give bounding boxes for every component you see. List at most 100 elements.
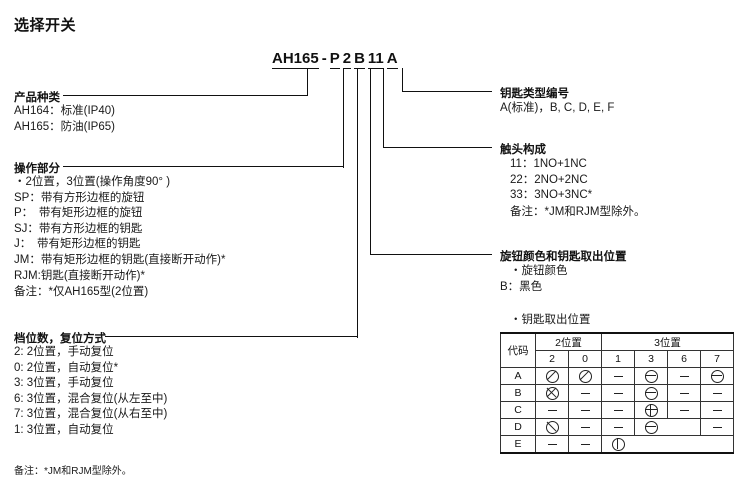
knob-color-value: B：黑色 <box>500 281 543 293</box>
symbol-dash-icon <box>580 426 590 428</box>
row-code-B: B <box>500 384 536 402</box>
section-heading-contact-composition: 触头构成 <box>500 144 546 156</box>
code-part-dash: - <box>321 50 327 67</box>
section-heading-positions-reset: 档位数，复位方式 <box>14 333 106 345</box>
symbol-dash-icon <box>613 426 623 428</box>
symbol-circle-bar-icon <box>644 386 658 400</box>
table-row: A <box>500 367 734 385</box>
section-heading-knob-color-key-position: 旋钮颜色和钥匙取出位置 <box>500 251 627 263</box>
symbol-dash-icon <box>547 409 557 411</box>
operating-part-line-2: SP：带有方形边框的旋钮 <box>14 191 145 204</box>
cell-A-7 <box>700 367 734 385</box>
cell-A-3 <box>634 367 668 385</box>
code-part-contacts: 11 <box>367 50 384 69</box>
leader-line-color-horizontal <box>370 254 492 256</box>
page-title: 选择开关 <box>14 17 77 34</box>
section-heading-key-type-number: 钥匙类型编号 <box>500 88 569 100</box>
symbol-dash-icon <box>580 409 590 411</box>
leader-line-series-horizontal <box>63 95 308 97</box>
positions-reset-line-6: 1: 3位置，自动复位 <box>14 423 114 436</box>
symbol-circle-bar-icon <box>710 369 724 383</box>
symbol-dash-icon <box>580 392 590 394</box>
cell-E-2 <box>535 435 569 454</box>
table-header-group-3pos: 3位置 <box>601 332 734 351</box>
leader-line-color-vertical <box>370 68 372 255</box>
table-header-col-2: 2 <box>535 350 569 368</box>
symbol-dash-icon <box>679 409 689 411</box>
leader-line-operator-horizontal <box>63 166 344 168</box>
symbol-dash-icon <box>712 426 722 428</box>
cell-A-2 <box>535 367 569 385</box>
table-header-col-3: 3 <box>634 350 668 368</box>
code-part-series: AH165 <box>272 50 319 69</box>
cell-B-6 <box>667 384 701 402</box>
row-code-A: A <box>500 367 536 385</box>
cell-A-0 <box>568 367 602 385</box>
cell-B-7 <box>700 384 734 402</box>
code-part-operator: P <box>329 50 340 69</box>
cell-C-3 <box>634 401 668 419</box>
knob-color-sublabel: ・旋钮颜色 <box>510 265 568 277</box>
code-part-keytype: A <box>386 50 398 69</box>
cell-E-0 <box>568 435 602 454</box>
table-header-col-1: 1 <box>601 350 635 368</box>
symbol-circle-plus-icon <box>644 403 658 417</box>
key-type-number-line-1: A(标准)，B, C, D, E, F <box>500 102 615 114</box>
symbol-circle-bar-icon <box>645 420 658 434</box>
positions-reset-note: 备注：*JM和RJM型除外。 <box>14 466 132 477</box>
cell-C-7 <box>700 401 734 419</box>
positions-reset-line-3: 3: 3位置，手动复位 <box>14 377 114 390</box>
table-row: B <box>500 384 734 402</box>
cell-B-3 <box>634 384 668 402</box>
symbol-slash-back-icon <box>578 369 592 383</box>
table-row: E <box>500 435 734 454</box>
leader-line-operator-vertical <box>343 68 345 168</box>
symbol-slash-back-icon <box>545 369 559 383</box>
contact-composition-line-3: 33：3NO+3NC* <box>510 189 593 202</box>
cell-C-0 <box>568 401 602 419</box>
key-removal-position-table: 代码 2位置 3位置 2 0 1 3 6 7 A <box>500 332 734 454</box>
symbol-dash-icon <box>580 443 590 445</box>
symbol-circle-vbar-icon <box>612 437 625 451</box>
leader-line-positions-horizontal <box>105 336 358 338</box>
row-code-D: D <box>500 418 536 436</box>
leader-line-keytype-vertical <box>402 68 404 92</box>
section-body-operating-part: ・2位置，3位置(操作角度90° ) SP：带有方形边框的旋钮 P： 带有矩形边… <box>14 175 225 301</box>
section-body-product-type: AH164：标准(IP40) AH165：防油(IP65) <box>14 104 115 135</box>
table-row: D <box>500 418 734 436</box>
symbol-circle-bar-icon <box>644 369 658 383</box>
cell-C-2 <box>535 401 569 419</box>
positions-reset-line-1: 2: 2位置，手动复位 <box>14 346 114 358</box>
cell-C-6 <box>667 401 701 419</box>
section-heading-product-type: 产品种类 <box>14 92 60 104</box>
table-header-row-1: 代码 2位置 3位置 <box>500 332 734 368</box>
product-type-line-2: AH165：防油(IP65) <box>14 120 115 133</box>
cell-C-1 <box>601 401 635 419</box>
operating-part-line-1: ・2位置，3位置(操作角度90° ) <box>14 176 171 188</box>
operating-part-line-4: SJ：带有方形边框的钥匙 <box>14 222 143 235</box>
leader-line-series-vertical <box>307 68 309 96</box>
contact-composition-line-1: 11：1NO+1NC <box>510 158 587 170</box>
symbol-circle-x-icon <box>545 386 559 400</box>
cell-B-2 <box>535 384 569 402</box>
section-body-contact-composition: 11：1NO+1NC 22：2NO+2NC 33：3NO+3NC* 备注：*JM… <box>510 157 645 220</box>
symbol-dash-icon <box>613 375 623 377</box>
product-type-line-1: AH164：标准(IP40) <box>14 105 115 117</box>
positions-reset-line-5: 7: 3位置，混合复位(从右至中) <box>14 408 168 421</box>
symbol-dash-icon <box>712 392 722 394</box>
code-part-positions: 2 <box>342 50 352 69</box>
key-removal-position-table-wrap: 代码 2位置 3位置 2 0 1 3 6 7 A <box>500 332 734 454</box>
table-header-col-6: 6 <box>667 350 701 368</box>
code-part-color: B <box>354 50 365 69</box>
table-header-group-2pos: 2位置 <box>535 332 602 351</box>
operating-part-line-6: JM：带有矩形边框的钥匙(直接断开动作)* <box>14 253 226 266</box>
symbol-dash-icon <box>679 375 689 377</box>
symbol-dash-icon <box>613 409 623 411</box>
operating-part-note: 备注：*仅AH165型(2位置) <box>14 286 149 299</box>
contact-composition-note: 备注：*JM和RJM型除外。 <box>510 205 646 218</box>
symbol-dash-icon <box>613 392 623 394</box>
cell-A-6 <box>667 367 701 385</box>
leader-line-positions-vertical <box>357 68 359 338</box>
